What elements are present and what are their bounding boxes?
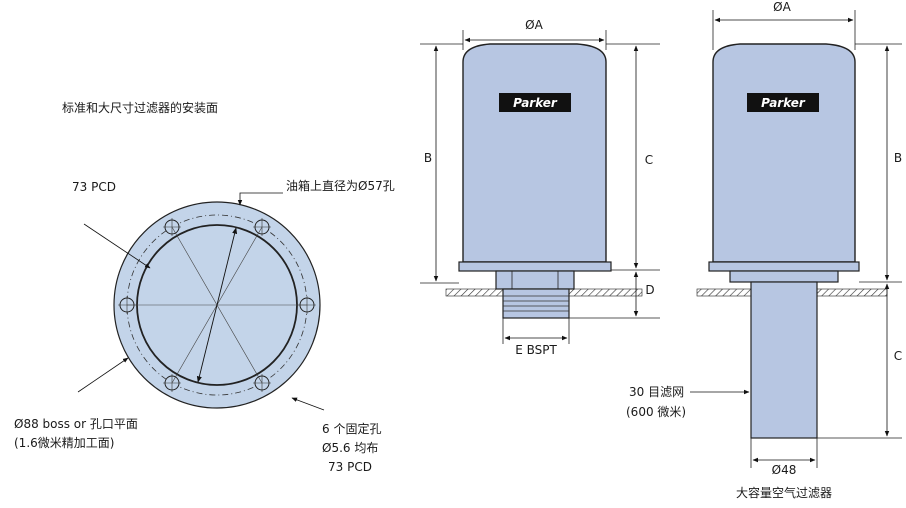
holes-leader: 6 个固定孔 Ø5.6 均布 73 PCD xyxy=(291,397,381,474)
holes-label-line3: 73 PCD xyxy=(328,460,372,474)
holes-label-line1: 6 个固定孔 xyxy=(322,421,381,436)
dim-a-label: ØA xyxy=(773,0,791,14)
dim-a-label: ØA xyxy=(525,18,543,32)
dim-d-label: D xyxy=(645,283,654,297)
parker-logo: Parker xyxy=(747,93,819,112)
mesh-label-line1: 30 目滤网 xyxy=(629,385,684,399)
large-filter-view: Parker ØA B C Ø48 30 目滤网 (600 微米) 大容量空气过… xyxy=(626,0,902,500)
tank-hole-label: 油箱上直径为Ø57孔 xyxy=(286,178,395,193)
filter-body xyxy=(712,43,856,263)
boss-leader: Ø88 boss or 孔口平面 (1.6微米精加工面) xyxy=(14,357,138,450)
flange-ring xyxy=(729,270,839,283)
mesh-label-line2: (600 微米) xyxy=(626,405,686,419)
svg-text:Parker: Parker xyxy=(513,96,558,110)
filter-base-flange xyxy=(708,261,860,272)
dim-c-label: C xyxy=(894,349,902,363)
large-filter-caption: 大容量空气过滤器 xyxy=(736,485,832,500)
dim-diameter-label: Ø48 xyxy=(772,463,797,477)
svg-text:Parker: Parker xyxy=(761,96,806,110)
parker-logo: Parker xyxy=(499,93,571,112)
pcd-leader: 73 PCD xyxy=(72,180,151,269)
boss-label-line1: Ø88 boss or 孔口平面 xyxy=(14,417,138,431)
boss-label-line2: (1.6微米精加工面) xyxy=(14,436,114,450)
dim-b-label: B xyxy=(424,151,432,165)
thread-lines xyxy=(503,295,569,312)
tank-hole-diameter-dimension xyxy=(196,227,238,383)
holes-label-line2: Ø5.6 均布 xyxy=(322,441,378,455)
breather-tube xyxy=(750,281,818,439)
pcd-label: 73 PCD xyxy=(72,180,116,194)
standard-filter-view: Parker ØA B C D E BSPT xyxy=(420,18,660,357)
hex-nut xyxy=(495,270,575,290)
threaded-stub xyxy=(502,288,570,319)
filter-base-flange xyxy=(458,261,612,272)
mounting-face-title: 标准和大尺寸过滤器的安装面 xyxy=(62,100,218,115)
mounting-face-view: 标准和大尺寸过滤器的安装面 xyxy=(14,100,395,474)
dim-c-label: C xyxy=(645,153,653,167)
dim-e-label: E BSPT xyxy=(515,343,557,357)
filter-body xyxy=(462,43,607,263)
tank-hole-leader: 油箱上直径为Ø57孔 xyxy=(237,178,395,206)
dim-b-label: B xyxy=(894,151,902,165)
